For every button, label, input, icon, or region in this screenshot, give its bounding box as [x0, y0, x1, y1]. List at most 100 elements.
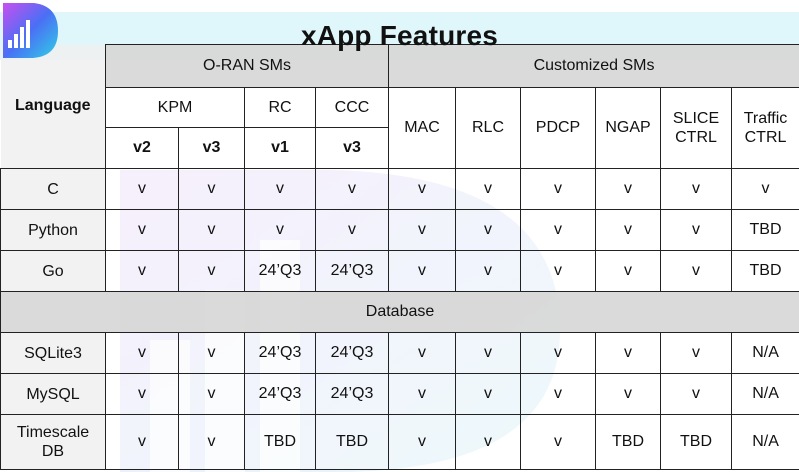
- customized-sms-header: Customized SMs: [387, 44, 799, 88]
- language-header: Language: [0, 44, 106, 169]
- table-cell: v: [105, 414, 179, 470]
- table-cell: v: [595, 209, 661, 251]
- xapp-features-table: Language O-RAN SMs Customized SMs KPM RC…: [0, 44, 799, 470]
- slice-ctrl-line-1: SLICE: [672, 110, 720, 127]
- table-cell: v: [105, 373, 179, 415]
- table-cell: v: [388, 332, 456, 374]
- table-cell: N/A: [730, 373, 799, 415]
- row-label: C: [0, 168, 106, 210]
- row-label: Go: [0, 250, 106, 292]
- table-cell: v: [520, 168, 596, 210]
- row-label-line: Timescale: [16, 424, 90, 441]
- table-cell: v: [455, 168, 521, 210]
- table-cell: v: [388, 414, 456, 470]
- table-cell: v: [520, 414, 596, 470]
- table-cell: v: [388, 209, 456, 251]
- kpm-v2-header: v2: [105, 127, 179, 169]
- row-label: Python: [0, 209, 106, 251]
- table-cell: v: [730, 168, 799, 210]
- ccc-header: CCC: [315, 87, 389, 128]
- signal-bars-logo-icon: [3, 3, 58, 58]
- database-section-header: Database: [0, 291, 799, 333]
- table-cell: 24’Q3: [315, 332, 389, 374]
- table-cell: v: [660, 373, 732, 415]
- table-cell: v: [520, 250, 596, 292]
- table-cell: v: [595, 250, 661, 292]
- table-cell: v: [660, 250, 732, 292]
- table-cell: TBD: [315, 414, 389, 470]
- row-label-line: Go: [42, 262, 64, 280]
- table-cell: 24’Q3: [244, 250, 316, 292]
- table-cell: 24’Q3: [244, 373, 316, 415]
- row-label-line: DB: [41, 443, 65, 460]
- table-cell: 24’Q3: [244, 332, 316, 374]
- table-cell: v: [105, 209, 179, 251]
- table-cell: v: [595, 332, 661, 374]
- table-cell: v: [595, 168, 661, 210]
- table-cell: TBD: [730, 250, 799, 292]
- table-cell: v: [455, 373, 521, 415]
- table-cell: v: [388, 373, 456, 415]
- table-cell: TBD: [595, 414, 661, 470]
- table-cell: N/A: [730, 332, 799, 374]
- kpm-header: KPM: [105, 87, 245, 128]
- table-cell: v: [244, 168, 316, 210]
- table-cell: TBD: [660, 414, 732, 470]
- table-cell: v: [660, 332, 732, 374]
- row-label-line: SQLite3: [24, 344, 82, 362]
- row-label-line: C: [47, 180, 59, 198]
- table-cell: v: [520, 332, 596, 374]
- rc-v1-header: v1: [244, 127, 316, 169]
- table-cell: v: [105, 332, 179, 374]
- table-cell: v: [178, 373, 245, 415]
- table-cell: v: [595, 373, 661, 415]
- table-cell: v: [105, 250, 179, 292]
- ngap-header: NGAP: [595, 87, 661, 169]
- table-cell: TBD: [730, 209, 799, 251]
- page-title: xApp Features: [300, 20, 499, 51]
- table-cell: v: [178, 332, 245, 374]
- slice-ctrl-line-2: CTRL: [675, 129, 717, 146]
- row-label-line: MySQL: [26, 385, 80, 403]
- table-cell: v: [178, 414, 245, 470]
- table-cell: N/A: [730, 414, 799, 470]
- table-cell: v: [520, 373, 596, 415]
- table-cell: v: [455, 250, 521, 292]
- table-cell: 24’Q3: [315, 373, 389, 415]
- table-cell: v: [660, 209, 732, 251]
- table-cell: v: [178, 250, 245, 292]
- table-cell: v: [244, 209, 316, 251]
- table-cell: v: [660, 168, 732, 210]
- pdcp-header: PDCP: [520, 87, 596, 169]
- table-cell: v: [520, 209, 596, 251]
- table-cell: v: [178, 209, 245, 251]
- table-cell: v: [388, 168, 456, 210]
- table-cell: v: [315, 209, 389, 251]
- table-cell: TBD: [244, 414, 316, 470]
- table-cell: v: [105, 168, 179, 210]
- table-cell: v: [178, 168, 245, 210]
- traffic-ctrl-line-2: CTRL: [744, 129, 787, 146]
- table-cell: v: [455, 209, 521, 251]
- row-label: SQLite3: [0, 332, 106, 374]
- traffic-ctrl-header: Traffic CTRL: [730, 87, 799, 169]
- row-label: MySQL: [0, 373, 106, 415]
- row-label-line: Python: [28, 221, 78, 239]
- kpm-v3-header: v3: [178, 127, 245, 169]
- rlc-header: RLC: [455, 87, 521, 169]
- slice-ctrl-header: SLICE CTRL: [660, 87, 732, 169]
- table-cell: v: [315, 168, 389, 210]
- traffic-ctrl-line-1: Traffic: [743, 110, 788, 127]
- ccc-v3-header: v3: [315, 127, 389, 169]
- table-cell: 24’Q3: [315, 250, 389, 292]
- rc-header: RC: [244, 87, 316, 128]
